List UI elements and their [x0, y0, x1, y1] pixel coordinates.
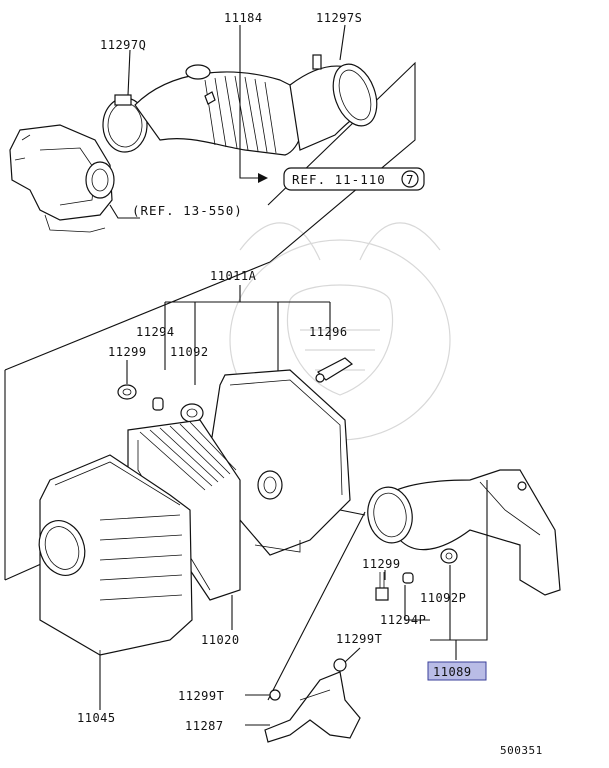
ref-13-550-text: (REF. 13-550) [132, 203, 243, 218]
ref-11-110-box: REF. 11-110 7 [283, 167, 425, 191]
clip-11296 [315, 357, 354, 383]
label-11296: 11296 [309, 325, 348, 339]
label-11045: 11045 [77, 711, 116, 725]
intake-hose-assembly [9, 24, 416, 263]
ref-circle-number: 7 [406, 172, 415, 187]
label-11294p: 11294P [380, 613, 426, 627]
hose-clamp-11297q [102, 94, 148, 153]
hose-elbow-and-clamp-11297s [289, 54, 378, 151]
label-11299: 11299 [108, 345, 147, 359]
label-11287: 11287 [185, 719, 224, 733]
intake-hose-11184 [134, 64, 305, 156]
label-11299t-lower: 11299T [178, 689, 224, 703]
label-11092p: 11092P [420, 591, 466, 605]
label-11299-right: 11299 [362, 557, 401, 571]
grommet-11092p [440, 548, 458, 564]
nut-11299 [117, 384, 137, 400]
air-cleaner-case-lower-11045 [38, 454, 193, 656]
ref-11-110-text: REF. 11-110 [292, 172, 386, 187]
collar-11294p [402, 572, 414, 584]
bracket-11287 [264, 658, 361, 743]
label-11297s: 11297S [316, 11, 362, 25]
label-11297q: 11297Q [100, 38, 146, 52]
label-11020: 11020 [201, 633, 240, 647]
throttle-body [9, 124, 115, 233]
label-11092: 11092 [170, 345, 209, 359]
label-11299t-upper: 11299T [336, 632, 382, 646]
label-11089[interactable]: 11089 [433, 665, 472, 679]
resonator-duct-11089 [367, 469, 561, 596]
grommet-11092 [180, 403, 204, 423]
highlight-11089[interactable]: 11089 [427, 661, 487, 681]
label-11184: 11184 [224, 11, 263, 25]
bolt-11299 [375, 572, 389, 601]
label-11294: 11294 [136, 325, 175, 339]
label-11011a: 11011A [210, 269, 257, 283]
air-cleaner-case-upper [209, 369, 351, 556]
air-cleaner-assembly [4, 261, 354, 710]
diagram-code: 500351 [500, 744, 543, 757]
collar-11294 [152, 397, 164, 411]
